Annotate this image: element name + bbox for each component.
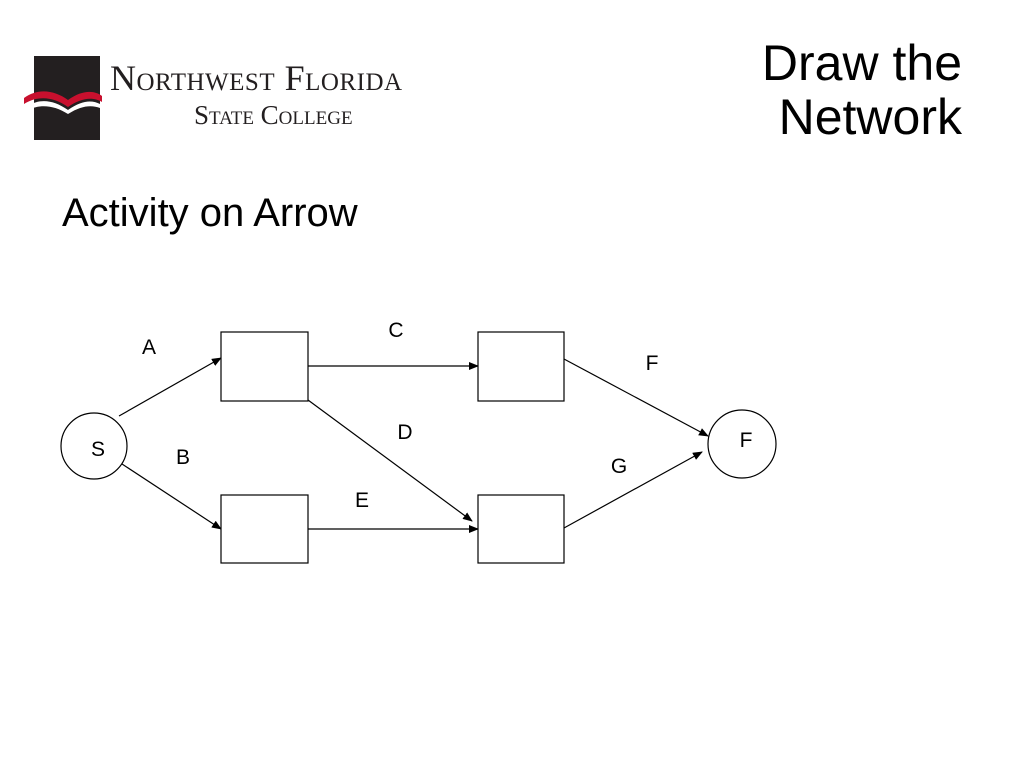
- slide-subtitle: Activity on Arrow: [62, 191, 358, 235]
- finish-node: [707, 409, 777, 479]
- logo-text-line2: State College: [194, 100, 353, 130]
- activity-label-E: E: [355, 489, 369, 512]
- college-logo: Northwest Florida State College: [24, 52, 464, 144]
- activity-label-D: D: [397, 421, 412, 444]
- start-node-label: S: [91, 438, 105, 461]
- activity-arrow-F: [563, 358, 709, 437]
- book-logo-icon: [24, 56, 102, 140]
- activity-label-A: A: [142, 336, 156, 359]
- finish-node-label: F: [740, 429, 753, 452]
- event-node-4: [477, 494, 565, 564]
- activity-label-B: B: [176, 446, 190, 469]
- event-node-1: [220, 331, 309, 402]
- activity-arrow-G: [563, 451, 703, 529]
- activity-label-F: F: [646, 352, 659, 375]
- activity-arrow-D: [307, 399, 473, 522]
- activity-label-C: C: [388, 319, 403, 342]
- event-node-3: [477, 331, 565, 402]
- activity-label-G: G: [611, 455, 627, 478]
- activity-arrow-A: [118, 357, 222, 417]
- start-node: [60, 412, 128, 480]
- slide-title: Draw the Network: [761, 35, 962, 145]
- activity-arrow-B: [118, 461, 222, 530]
- event-node-2: [220, 494, 309, 564]
- logo-text-line1: Northwest Florida: [110, 58, 403, 98]
